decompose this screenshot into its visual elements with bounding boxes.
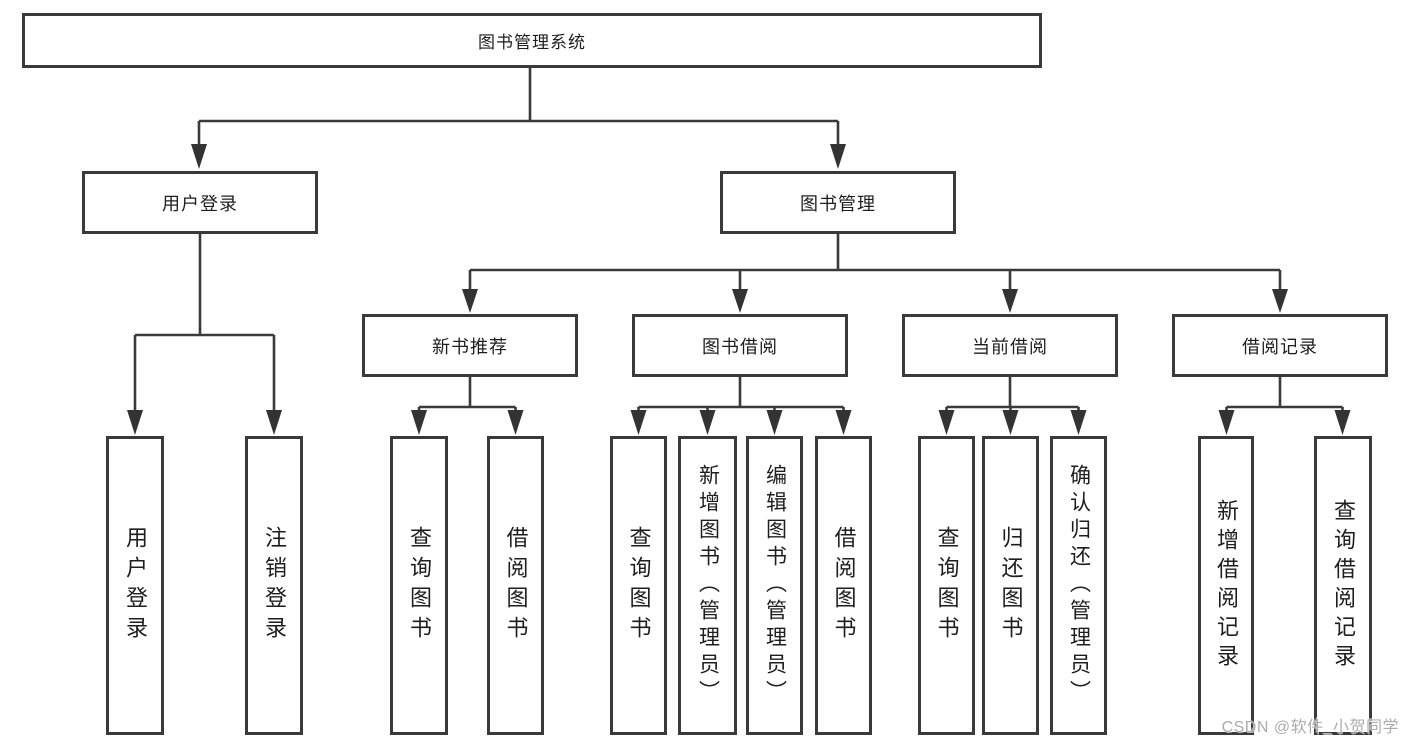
leaf-query-borrow-record: 查询借阅记录 bbox=[1314, 436, 1372, 735]
node-user-login-label: 用户登录 bbox=[162, 193, 238, 214]
leaf-recommend-borrow-book-label: 借阅图书 bbox=[503, 525, 529, 646]
csdn-watermark: CSDN @软件_小贺同学 bbox=[1221, 719, 1399, 736]
leaf-add-book-admin: 新增图书（管理员） bbox=[678, 436, 737, 735]
leaf-return-book: 归还图书 bbox=[982, 436, 1039, 735]
leaf-confirm-return-admin-label: 确认归还（管理员） bbox=[1067, 464, 1091, 707]
leaf-logout: 注销登录 bbox=[245, 436, 303, 735]
leaf-current-query-book-label: 查询图书 bbox=[934, 525, 960, 646]
node-book-management-label: 图书管理 bbox=[800, 193, 876, 214]
leaf-edit-book-admin: 编辑图书（管理员） bbox=[746, 436, 803, 735]
node-current-borrow-label: 当前借阅 bbox=[972, 336, 1048, 357]
node-library-system: 图书管理系统 bbox=[22, 13, 1042, 68]
leaf-recommend-query-book-label: 查询图书 bbox=[407, 525, 432, 646]
leaf-borrow-query-book-label: 查询图书 bbox=[626, 525, 652, 646]
node-new-book-recommend-label: 新书推荐 bbox=[432, 336, 508, 357]
node-book-borrow: 图书借阅 bbox=[632, 314, 848, 377]
node-current-borrow: 当前借阅 bbox=[902, 314, 1118, 377]
leaf-add-book-admin-label: 新增图书（管理员） bbox=[696, 464, 720, 707]
node-new-book-recommend: 新书推荐 bbox=[362, 314, 578, 377]
leaf-borrow-borrow-book: 借阅图书 bbox=[815, 436, 872, 735]
leaf-recommend-query-book: 查询图书 bbox=[390, 436, 448, 735]
leaf-query-borrow-record-label: 查询借阅记录 bbox=[1331, 498, 1356, 673]
leaf-return-book-label: 归还图书 bbox=[998, 525, 1024, 646]
leaf-add-borrow-record-label: 新增借阅记录 bbox=[1214, 498, 1239, 673]
node-user-login: 用户登录 bbox=[82, 171, 318, 234]
leaf-borrow-borrow-book-label: 借阅图书 bbox=[831, 525, 857, 646]
node-borrow-records: 借阅记录 bbox=[1172, 314, 1388, 377]
leaf-edit-book-admin-label: 编辑图书（管理员） bbox=[763, 464, 787, 707]
leaf-user-login-label: 用户登录 bbox=[123, 525, 148, 646]
leaf-logout-label: 注销登录 bbox=[262, 525, 287, 646]
leaf-user-login: 用户登录 bbox=[106, 436, 164, 735]
leaf-borrow-query-book: 查询图书 bbox=[610, 436, 667, 735]
leaf-current-query-book: 查询图书 bbox=[918, 436, 975, 735]
node-book-borrow-label: 图书借阅 bbox=[702, 336, 778, 357]
leaf-recommend-borrow-book: 借阅图书 bbox=[487, 436, 544, 735]
node-book-management: 图书管理 bbox=[720, 171, 956, 234]
node-library-system-label: 图书管理系统 bbox=[478, 33, 586, 52]
leaf-add-borrow-record: 新增借阅记录 bbox=[1198, 436, 1254, 735]
leaf-confirm-return-admin: 确认归还（管理员） bbox=[1050, 436, 1107, 735]
node-borrow-records-label: 借阅记录 bbox=[1242, 336, 1318, 357]
